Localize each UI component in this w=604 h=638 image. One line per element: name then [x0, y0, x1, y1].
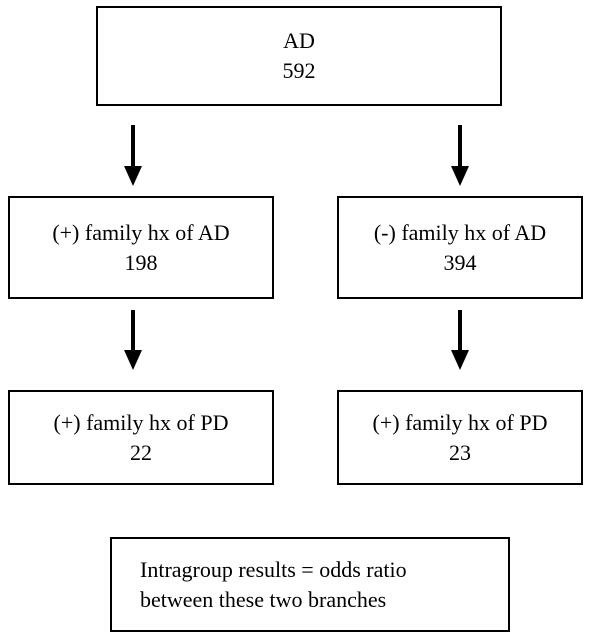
arrow-root-to-right [451, 125, 469, 186]
right-mid-count: 394 [443, 249, 477, 275]
arrow-root-to-left [124, 125, 142, 186]
root-label: AD [283, 28, 315, 53]
left-mid-label: (+) family hx of AD [52, 219, 230, 245]
left-mid-count: 198 [124, 249, 158, 275]
root-count: 592 [282, 58, 316, 83]
note-line-1: Intragroup results = odds ratio [140, 556, 407, 582]
arrow-right-mid-to-bottom [451, 310, 469, 370]
node-negative-family-hx-ad: (-) family hx of AD 394 [337, 196, 583, 299]
left-bottom-label: (+) family hx of PD [53, 409, 229, 435]
intragroup-note: Intragroup results = odds ratio between … [110, 537, 510, 632]
node-positive-family-hx-ad: (+) family hx of AD 198 [8, 196, 274, 299]
arrow-left-mid-to-bottom [124, 310, 142, 370]
node-left-family-hx-pd: (+) family hx of PD 22 [8, 390, 274, 485]
right-bottom-label: (+) family hx of PD [372, 409, 548, 435]
right-bottom-count: 23 [449, 439, 471, 465]
root-node-ad: AD 592 [96, 6, 502, 106]
note-line-2: between these two branches [140, 586, 387, 612]
node-right-family-hx-pd: (+) family hx of PD 23 [337, 390, 583, 485]
right-mid-label: (-) family hx of AD [373, 219, 547, 245]
left-bottom-count: 22 [130, 439, 152, 465]
